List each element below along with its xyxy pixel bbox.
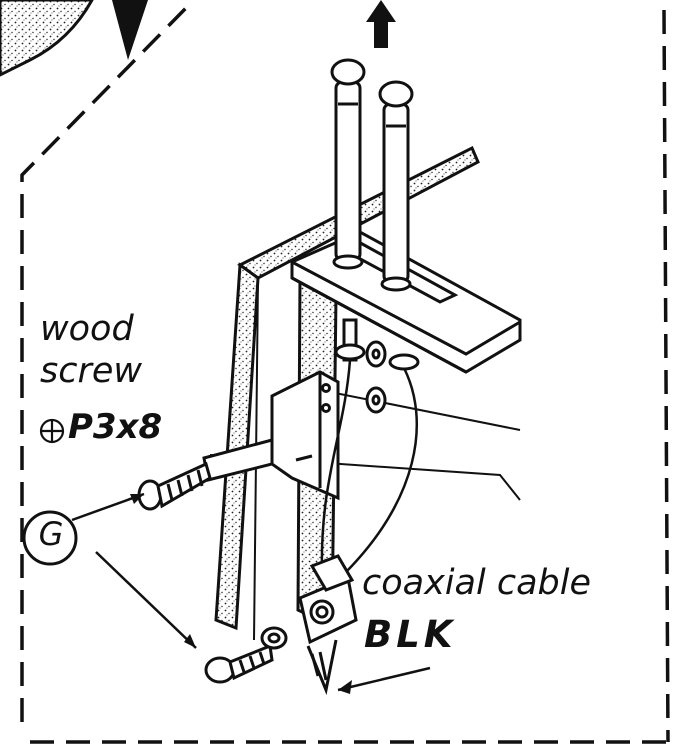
up-arrow-icon: [366, 0, 396, 48]
rod-left: [330, 58, 366, 362]
label-screw: screw: [40, 351, 143, 391]
part-g-circle: [22, 510, 78, 566]
wood-screw-upper: [137, 461, 212, 511]
phillips-head-icon: [39, 418, 65, 444]
cable-connector: [298, 554, 358, 696]
label-screw-spec: P3x8: [68, 407, 163, 447]
roller-upper: [365, 340, 387, 368]
mounting-bracket: [202, 370, 340, 501]
label-wood: wood: [40, 309, 134, 349]
coaxial-cable: [320, 359, 419, 579]
corner-panel-fragment: [0, 0, 94, 77]
label-coaxial-cable: coaxial cable: [362, 563, 592, 603]
roller-lower: [365, 386, 387, 414]
wood-screw-lower: [204, 626, 288, 684]
label-part-g: G: [38, 515, 64, 553]
rod-right: [378, 80, 420, 371]
blk-leader: [337, 666, 431, 694]
g-leaders: [71, 492, 197, 649]
label-blk: BLK: [364, 613, 457, 656]
dashed-frame: [20, 6, 670, 744]
pointer-wedge: [112, 0, 148, 60]
